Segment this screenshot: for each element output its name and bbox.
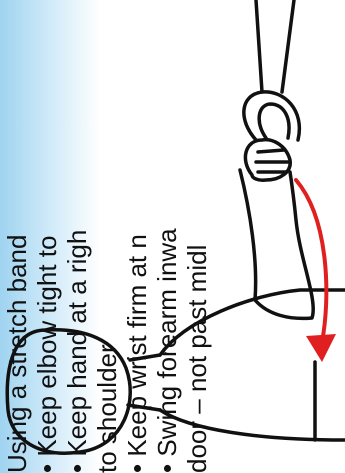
head-outline: [7, 330, 130, 453]
chest-outline: [160, 410, 345, 440]
neck-outline-lower: [128, 405, 160, 410]
band-loop-inner: [259, 104, 289, 138]
band-loop: [244, 92, 300, 140]
finger-lines: [256, 150, 288, 172]
band-strand-right: [282, 0, 294, 92]
arrow-head: [306, 334, 336, 362]
band-strand: [256, 0, 262, 92]
hand-outline: [245, 140, 290, 181]
arm-outline: [240, 170, 313, 318]
neck-outline: [130, 355, 160, 360]
